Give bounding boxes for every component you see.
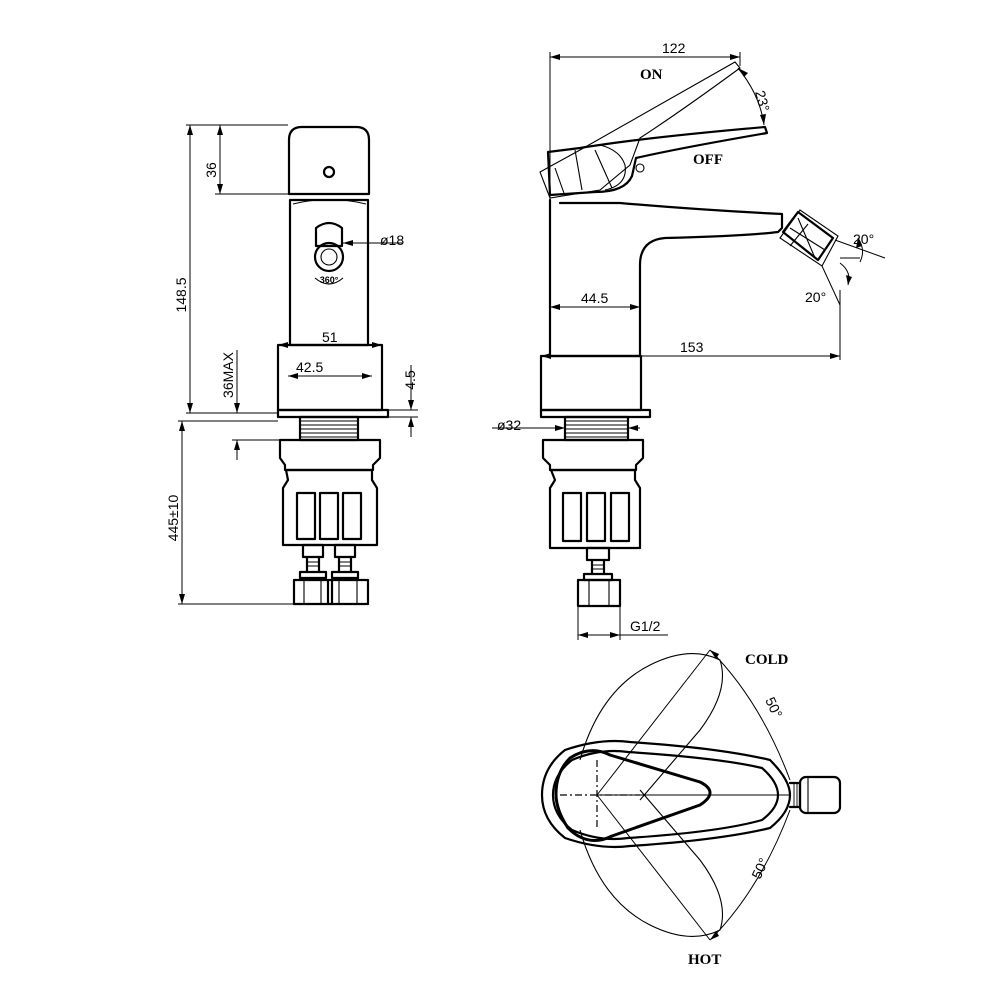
dim-lever-angle: 23° bbox=[752, 89, 773, 114]
side-fixing-sleeve bbox=[548, 468, 642, 550]
side-thread-hatch bbox=[565, 420, 628, 438]
lever-off-detail bbox=[574, 144, 626, 191]
front-dimensions: 148.5 36 36MAX ø18 51 bbox=[165, 124, 418, 605]
cold-angle-line bbox=[596, 649, 711, 796]
dim-hose-length: 445±10 bbox=[165, 494, 181, 541]
front-thread-hatch bbox=[300, 420, 358, 438]
lever-sweep-cold bbox=[579, 653, 724, 801]
top-outlet bbox=[788, 775, 842, 815]
side-nut bbox=[541, 438, 645, 472]
dim-thread: G1/2 bbox=[630, 618, 661, 634]
cold-arc bbox=[709, 649, 791, 781]
dim-base-height: 4.5 bbox=[402, 370, 418, 390]
top-body-outline bbox=[540, 739, 792, 849]
label-off: OFF bbox=[693, 152, 723, 168]
top-body-inner bbox=[551, 749, 780, 841]
lever-pivot bbox=[635, 163, 645, 173]
side-base bbox=[539, 354, 643, 412]
top-view: 50° 50° COLD HOT bbox=[540, 649, 842, 968]
aerator-neck bbox=[314, 221, 344, 248]
dim-overall-width: 122 bbox=[662, 40, 686, 56]
body-top-curve bbox=[292, 199, 367, 205]
side-dimensions: 122 ON OFF 23° 20° 20° 44.5 bbox=[492, 40, 886, 640]
front-sleeve-slots bbox=[295, 491, 363, 541]
label-on: ON bbox=[640, 67, 663, 83]
label-cold: COLD bbox=[745, 652, 789, 668]
aerator-inner bbox=[320, 248, 338, 266]
lever-on bbox=[539, 61, 741, 199]
dim-body-offset: 44.5 bbox=[581, 290, 608, 306]
dim-angle-cold: 50° bbox=[762, 695, 785, 721]
dim-total-height: 148.5 bbox=[173, 277, 189, 312]
dim-nozzle-angle-top: 20° bbox=[853, 231, 874, 247]
hot-arc bbox=[709, 809, 791, 941]
hot-angle-line bbox=[596, 794, 711, 941]
dim-max-thickness: 36MAX bbox=[220, 351, 236, 398]
handle-screw bbox=[322, 165, 336, 179]
dim-shank-diameter: ø32 bbox=[497, 417, 521, 433]
dim-nozzle-angle-bottom: 20° bbox=[805, 289, 826, 305]
dim-inner-width: 42.5 bbox=[296, 359, 323, 375]
side-flange bbox=[539, 408, 652, 419]
dim-handle-height: 36 bbox=[203, 162, 219, 178]
aerator-outer bbox=[313, 241, 345, 273]
side-nozzle bbox=[779, 209, 839, 267]
front-fixing-sleeve bbox=[281, 468, 379, 547]
side-sleeve-slots bbox=[561, 491, 631, 543]
top-lever bbox=[554, 749, 712, 842]
lever-off bbox=[546, 125, 769, 197]
front-handle bbox=[287, 125, 371, 196]
side-view: 122 ON OFF 23° 20° 20° 44.5 bbox=[492, 40, 886, 640]
front-nut bbox=[278, 438, 382, 472]
dim-reach: 153 bbox=[680, 339, 704, 355]
lever-on-detail bbox=[554, 149, 613, 197]
front-body bbox=[288, 198, 370, 347]
lever-sweep-hot bbox=[579, 789, 724, 937]
front-hoses bbox=[292, 543, 370, 606]
dim-aerator-diameter: ø18 bbox=[380, 232, 404, 248]
label-hot: HOT bbox=[688, 952, 721, 968]
front-view: 360° bbox=[165, 124, 418, 606]
swivel-arc bbox=[314, 277, 344, 285]
dim-base-width: 51 bbox=[322, 329, 338, 345]
swivel-label: 360° bbox=[320, 275, 339, 285]
side-hose bbox=[576, 546, 622, 608]
side-body bbox=[548, 198, 784, 358]
